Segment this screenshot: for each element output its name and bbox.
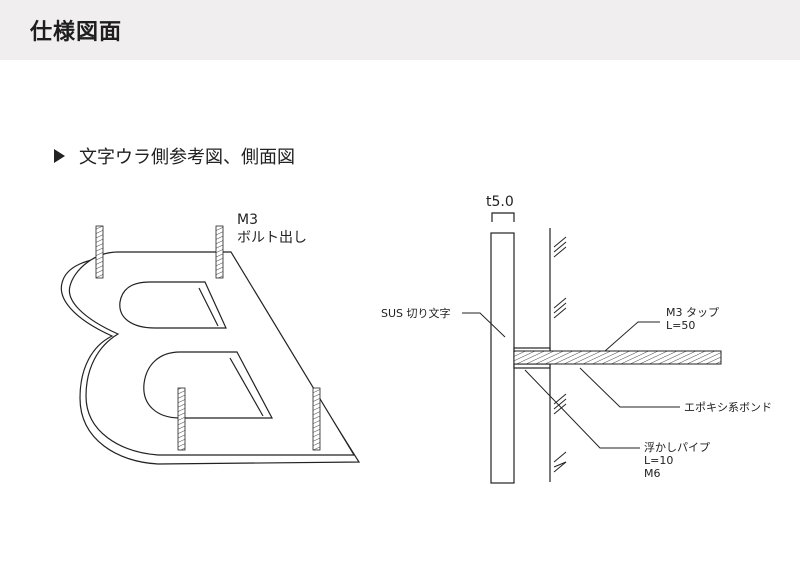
section-heading: 文字ウラ側参考図、側面図 — [54, 143, 295, 169]
thickness-dimension-bracket — [491, 212, 515, 222]
letter-thickness-outline — [60, 257, 361, 465]
letter-lower-hole — [143, 351, 273, 419]
plate-label: SUS 切り文字 — [381, 306, 451, 320]
letter-front-outline — [68, 251, 356, 456]
stud-3 — [177, 387, 186, 451]
threaded-studs — [95, 225, 321, 451]
letter-plate — [490, 232, 515, 484]
thickness-label: t5.0 — [486, 194, 514, 210]
header-bar: 仕様図面 — [0, 0, 800, 60]
stud-2 — [215, 225, 224, 279]
stud-1 — [95, 225, 104, 279]
leader-plate — [462, 312, 506, 338]
stud-4 — [312, 387, 321, 451]
leader-tap — [604, 321, 660, 352]
tap-label-1: M3 タップ — [666, 306, 719, 319]
bond-label: エポキシ系ボンド — [684, 401, 772, 414]
leader-pipe — [524, 369, 640, 449]
wall-hatching — [553, 236, 567, 473]
pipe-label-2: L=10 — [644, 454, 673, 467]
page-title: 仕様図面 — [30, 20, 123, 45]
leader-bond — [579, 367, 680, 408]
leader-lines — [462, 312, 680, 449]
section-label: 文字ウラ側参考図、側面図 — [79, 147, 295, 168]
stud-label-bolt: ボルト出し — [237, 230, 307, 246]
triangle-bullet-icon — [54, 149, 65, 163]
pipe-label-3: M6 — [644, 467, 661, 480]
side-section-view — [490, 212, 722, 484]
letter-back-view — [60, 251, 361, 465]
tap-label-2: L=50 — [666, 319, 695, 332]
letter-upper-hole — [119, 281, 227, 329]
threaded-rod — [513, 350, 722, 365]
stud-label-m3: M3 — [237, 212, 258, 228]
pipe-label-1: 浮かしパイプ — [644, 441, 710, 454]
